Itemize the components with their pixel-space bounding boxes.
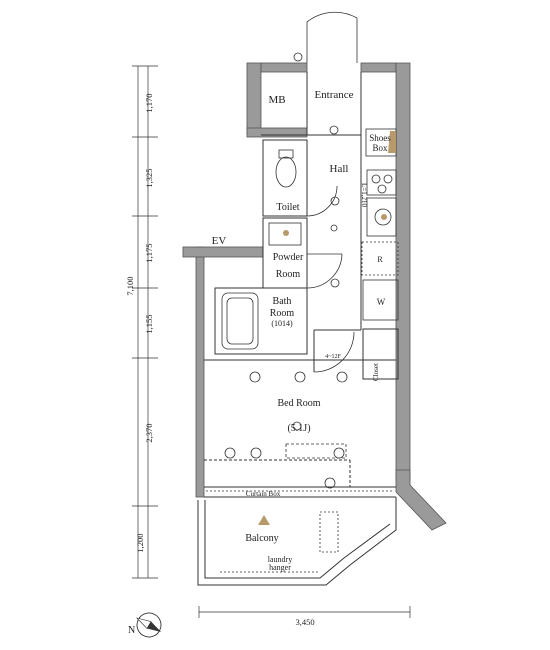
stove-icon — [366, 169, 397, 196]
outlet-icon — [250, 447, 262, 459]
ceiling-light-icon — [294, 371, 306, 383]
label-bed-room: Bed Room — [277, 398, 320, 409]
outlet-icon — [324, 477, 336, 489]
dim-segment-2: 1,325 — [144, 168, 154, 187]
horizontal-dimension — [198, 606, 411, 618]
dim-total-width: 3,450 — [295, 617, 314, 627]
vertical-dimensions — [132, 65, 158, 579]
dim-segment-5: 2,370 — [144, 423, 154, 442]
outlet-icon — [224, 447, 236, 459]
toilet-icon — [275, 156, 297, 188]
dim-segment-4: 1,155 — [144, 314, 154, 333]
label-entrance: Entrance — [314, 89, 353, 101]
refrigerator-icon — [361, 241, 399, 276]
label-laundry-hanger-2: hanger — [269, 563, 291, 572]
label-curtain-box: Curtain Box — [246, 490, 281, 498]
bathtub-icon — [221, 292, 259, 350]
label-powder-room-1: Powder — [273, 252, 304, 263]
outlet-icon — [333, 447, 345, 459]
label-closet: Closet — [372, 363, 380, 381]
dim-segment-3: 1,175 — [144, 243, 154, 262]
label-bath-size: (1014) — [271, 319, 293, 328]
light-icon — [329, 125, 339, 135]
dim-total-height: 7,100 — [125, 276, 135, 295]
label-powder-room-2: Room — [276, 269, 301, 280]
accent-marks — [258, 131, 396, 525]
dim-segment-1: 1,170 — [144, 93, 154, 112]
label-bath-room-1: Bath — [273, 296, 292, 307]
walls — [182, 62, 447, 531]
label-bed-room-size: (5.1J) — [287, 423, 310, 434]
ceiling-light-icon — [292, 421, 302, 431]
ceiling-light-icon — [249, 371, 261, 383]
sink-icon — [366, 197, 397, 237]
label-mb: MB — [268, 94, 285, 106]
aircon-icon — [285, 443, 347, 459]
intercom-icon — [293, 52, 303, 62]
label-refrigerator: R — [377, 255, 383, 264]
room-labels: MB Entrance Shoes Box Hall Toilet EV Pow… — [212, 89, 392, 572]
interior-walls — [197, 72, 399, 586]
light-icon — [330, 224, 338, 232]
label-ev: EV — [212, 235, 227, 247]
door-swings — [306, 11, 358, 373]
light-icon — [330, 196, 340, 206]
ceiling-light-icon — [336, 371, 348, 383]
label-shoes-box-2: Box — [372, 143, 388, 153]
dim-segment-6: 1,200 — [135, 533, 145, 552]
compass-north-label: N — [128, 625, 135, 636]
label-kitchen-height: L=1,210 — [360, 183, 368, 207]
label-balcony: Balcony — [245, 533, 278, 544]
label-washer: W — [377, 297, 386, 307]
label-hall: Hall — [330, 163, 349, 175]
label-door-height: 4~12F — [325, 354, 341, 360]
label-laundry-hanger-1: laundry — [268, 555, 292, 564]
basin-icon — [268, 222, 302, 246]
vertical-dimension-labels: 7,100 1,170 1,325 1,175 1,155 2,370 1,20… — [125, 93, 154, 552]
label-bath-room-2: Room — [270, 308, 295, 319]
fixtures — [206, 52, 399, 573]
label-shoes-box-1: Shoes — [369, 133, 391, 143]
light-icon — [330, 278, 340, 288]
washer-icon — [362, 279, 399, 321]
label-toilet: Toilet — [276, 202, 299, 213]
compass-icon — [135, 612, 162, 638]
